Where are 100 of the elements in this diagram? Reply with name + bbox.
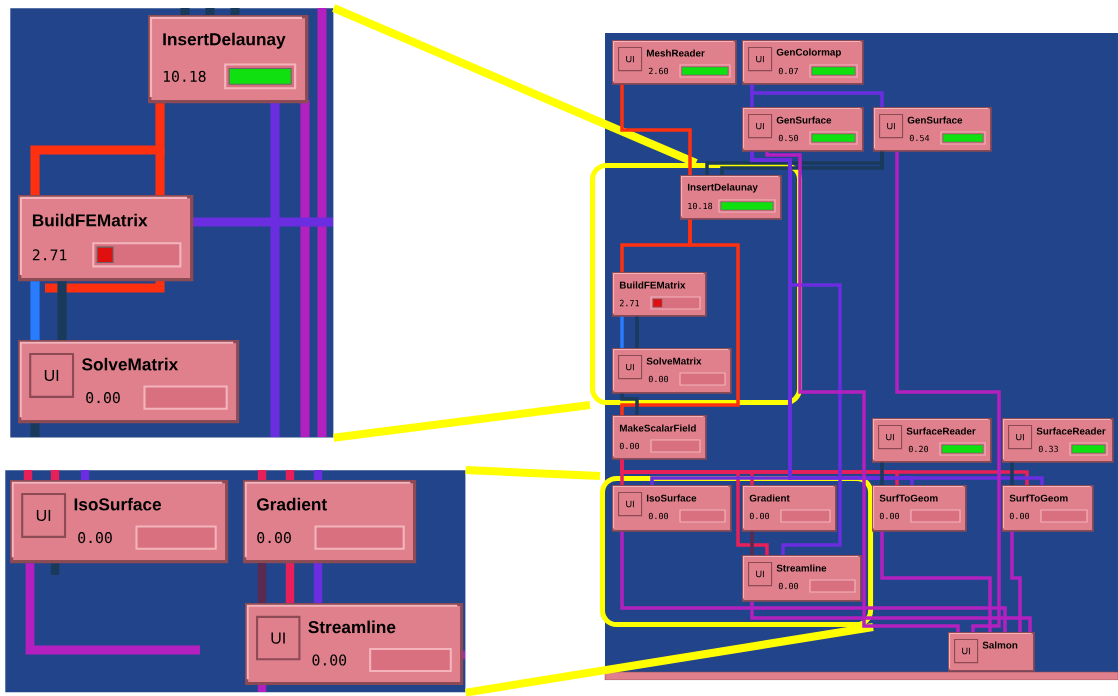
pipe — [620, 393, 639, 415]
module-name: SurfToGeom — [1009, 494, 1068, 502]
module-name: Streamline — [776, 564, 827, 572]
ui-button: UI — [256, 615, 301, 661]
time-value: 0.00 — [749, 512, 770, 520]
module-box — [742, 40, 864, 85]
module-box — [1002, 418, 1114, 463]
module-name: GenSurface — [776, 116, 832, 124]
module-box — [612, 415, 707, 460]
ui-button: UI — [29, 353, 75, 398]
time-value: 0.00 — [879, 512, 900, 520]
module-box — [18, 195, 194, 282]
ui-button: UI — [618, 355, 643, 380]
module-name: SurfaceReader — [906, 427, 976, 435]
time-value: 0.00 — [648, 512, 669, 520]
module-name: MeshReader — [646, 49, 705, 57]
time-value: 10.18 — [688, 202, 713, 210]
module-name: Gradient — [749, 494, 790, 502]
ui-button: UI — [618, 47, 643, 72]
pipe — [620, 459, 1029, 485]
time-value: 0.00 — [257, 532, 291, 544]
pipe — [620, 531, 1007, 632]
ui-button: UI — [748, 47, 773, 72]
module-name: IsoSurface — [646, 494, 697, 502]
module-box — [872, 485, 967, 532]
pipe — [25, 563, 200, 655]
pipe — [765, 150, 960, 633]
module-name: Gradient — [257, 497, 327, 511]
pipe — [30, 103, 165, 195]
pipe — [620, 219, 740, 415]
pipe — [895, 151, 1001, 633]
module-name: GenColormap — [776, 48, 841, 58]
module-box — [10, 480, 229, 564]
pipe — [750, 84, 884, 107]
module-box — [612, 348, 732, 394]
pipe — [1010, 462, 1014, 485]
time-value: 0.00 — [619, 442, 640, 450]
module-name: BuildFEMatrix — [32, 213, 148, 227]
module-box — [742, 107, 864, 152]
pipe — [635, 316, 639, 348]
module-box — [612, 272, 707, 317]
module-name: BuildFEMatrix — [619, 281, 686, 289]
time-value: 2.71 — [32, 249, 67, 261]
module-box — [612, 40, 737, 85]
ui-button: UI — [618, 492, 643, 517]
ui-button: UI — [878, 425, 903, 450]
time-value: 0.00 — [86, 392, 120, 404]
ui-button: UI — [954, 639, 979, 664]
time-value: 10.18 — [163, 70, 206, 82]
pipe — [257, 563, 267, 603]
time-value: 0.00 — [778, 582, 799, 590]
module-box — [680, 175, 782, 220]
time-value: 0.33 — [1038, 445, 1058, 453]
pipe — [620, 316, 624, 348]
module-box — [948, 632, 1035, 672]
time-value: 0.20 — [908, 445, 929, 453]
time-value: 0.07 — [778, 67, 798, 75]
module-name: SurfaceReader — [1036, 427, 1106, 435]
module-box — [873, 107, 992, 152]
pipe — [750, 151, 1044, 485]
pipe — [30, 281, 40, 340]
highlight-frame — [590, 163, 803, 406]
module-name: InsertDelaunay — [163, 32, 286, 49]
module-box — [245, 603, 464, 686]
module-name: InsertDelaunay — [687, 183, 758, 193]
module-box — [148, 15, 309, 104]
highlight-frame — [600, 476, 874, 628]
module-box — [742, 485, 837, 532]
time-value: 0.00 — [78, 532, 112, 544]
time-value: 2.71 — [619, 299, 640, 307]
module-box — [1002, 485, 1094, 532]
time-value: 0.00 — [648, 375, 669, 383]
zoom-line — [465, 623, 874, 696]
pipe — [750, 601, 1032, 632]
pipe — [880, 531, 992, 632]
module-name: SurfToGeom — [879, 494, 938, 502]
pipe — [620, 84, 692, 175]
module-box — [742, 555, 862, 602]
module-name: SolveMatrix — [82, 357, 179, 371]
pipe — [750, 531, 754, 555]
module-name: MakeScalarField — [619, 424, 696, 432]
module-box — [18, 340, 240, 424]
module-name: SolveMatrix — [646, 357, 702, 365]
module-name: Salmon — [982, 641, 1018, 649]
module-name: IsoSurface — [74, 497, 162, 511]
pipe — [880, 462, 884, 485]
ui-button: UI — [748, 114, 773, 139]
pipe — [57, 281, 67, 340]
time-value: 0.00 — [1009, 512, 1030, 520]
module-name: GenSurface — [907, 116, 963, 124]
time-value: 0.54 — [909, 134, 930, 142]
module-name: Streamline — [308, 620, 396, 634]
time-value: 0.00 — [312, 654, 347, 666]
module-box — [243, 480, 417, 564]
time-value: 2.60 — [648, 67, 669, 75]
ui-button: UI — [1008, 425, 1033, 450]
ui-button: UI — [748, 562, 773, 587]
ui-button: UI — [879, 114, 904, 139]
pipe — [1010, 531, 1022, 632]
ui-button: UI — [21, 493, 67, 538]
